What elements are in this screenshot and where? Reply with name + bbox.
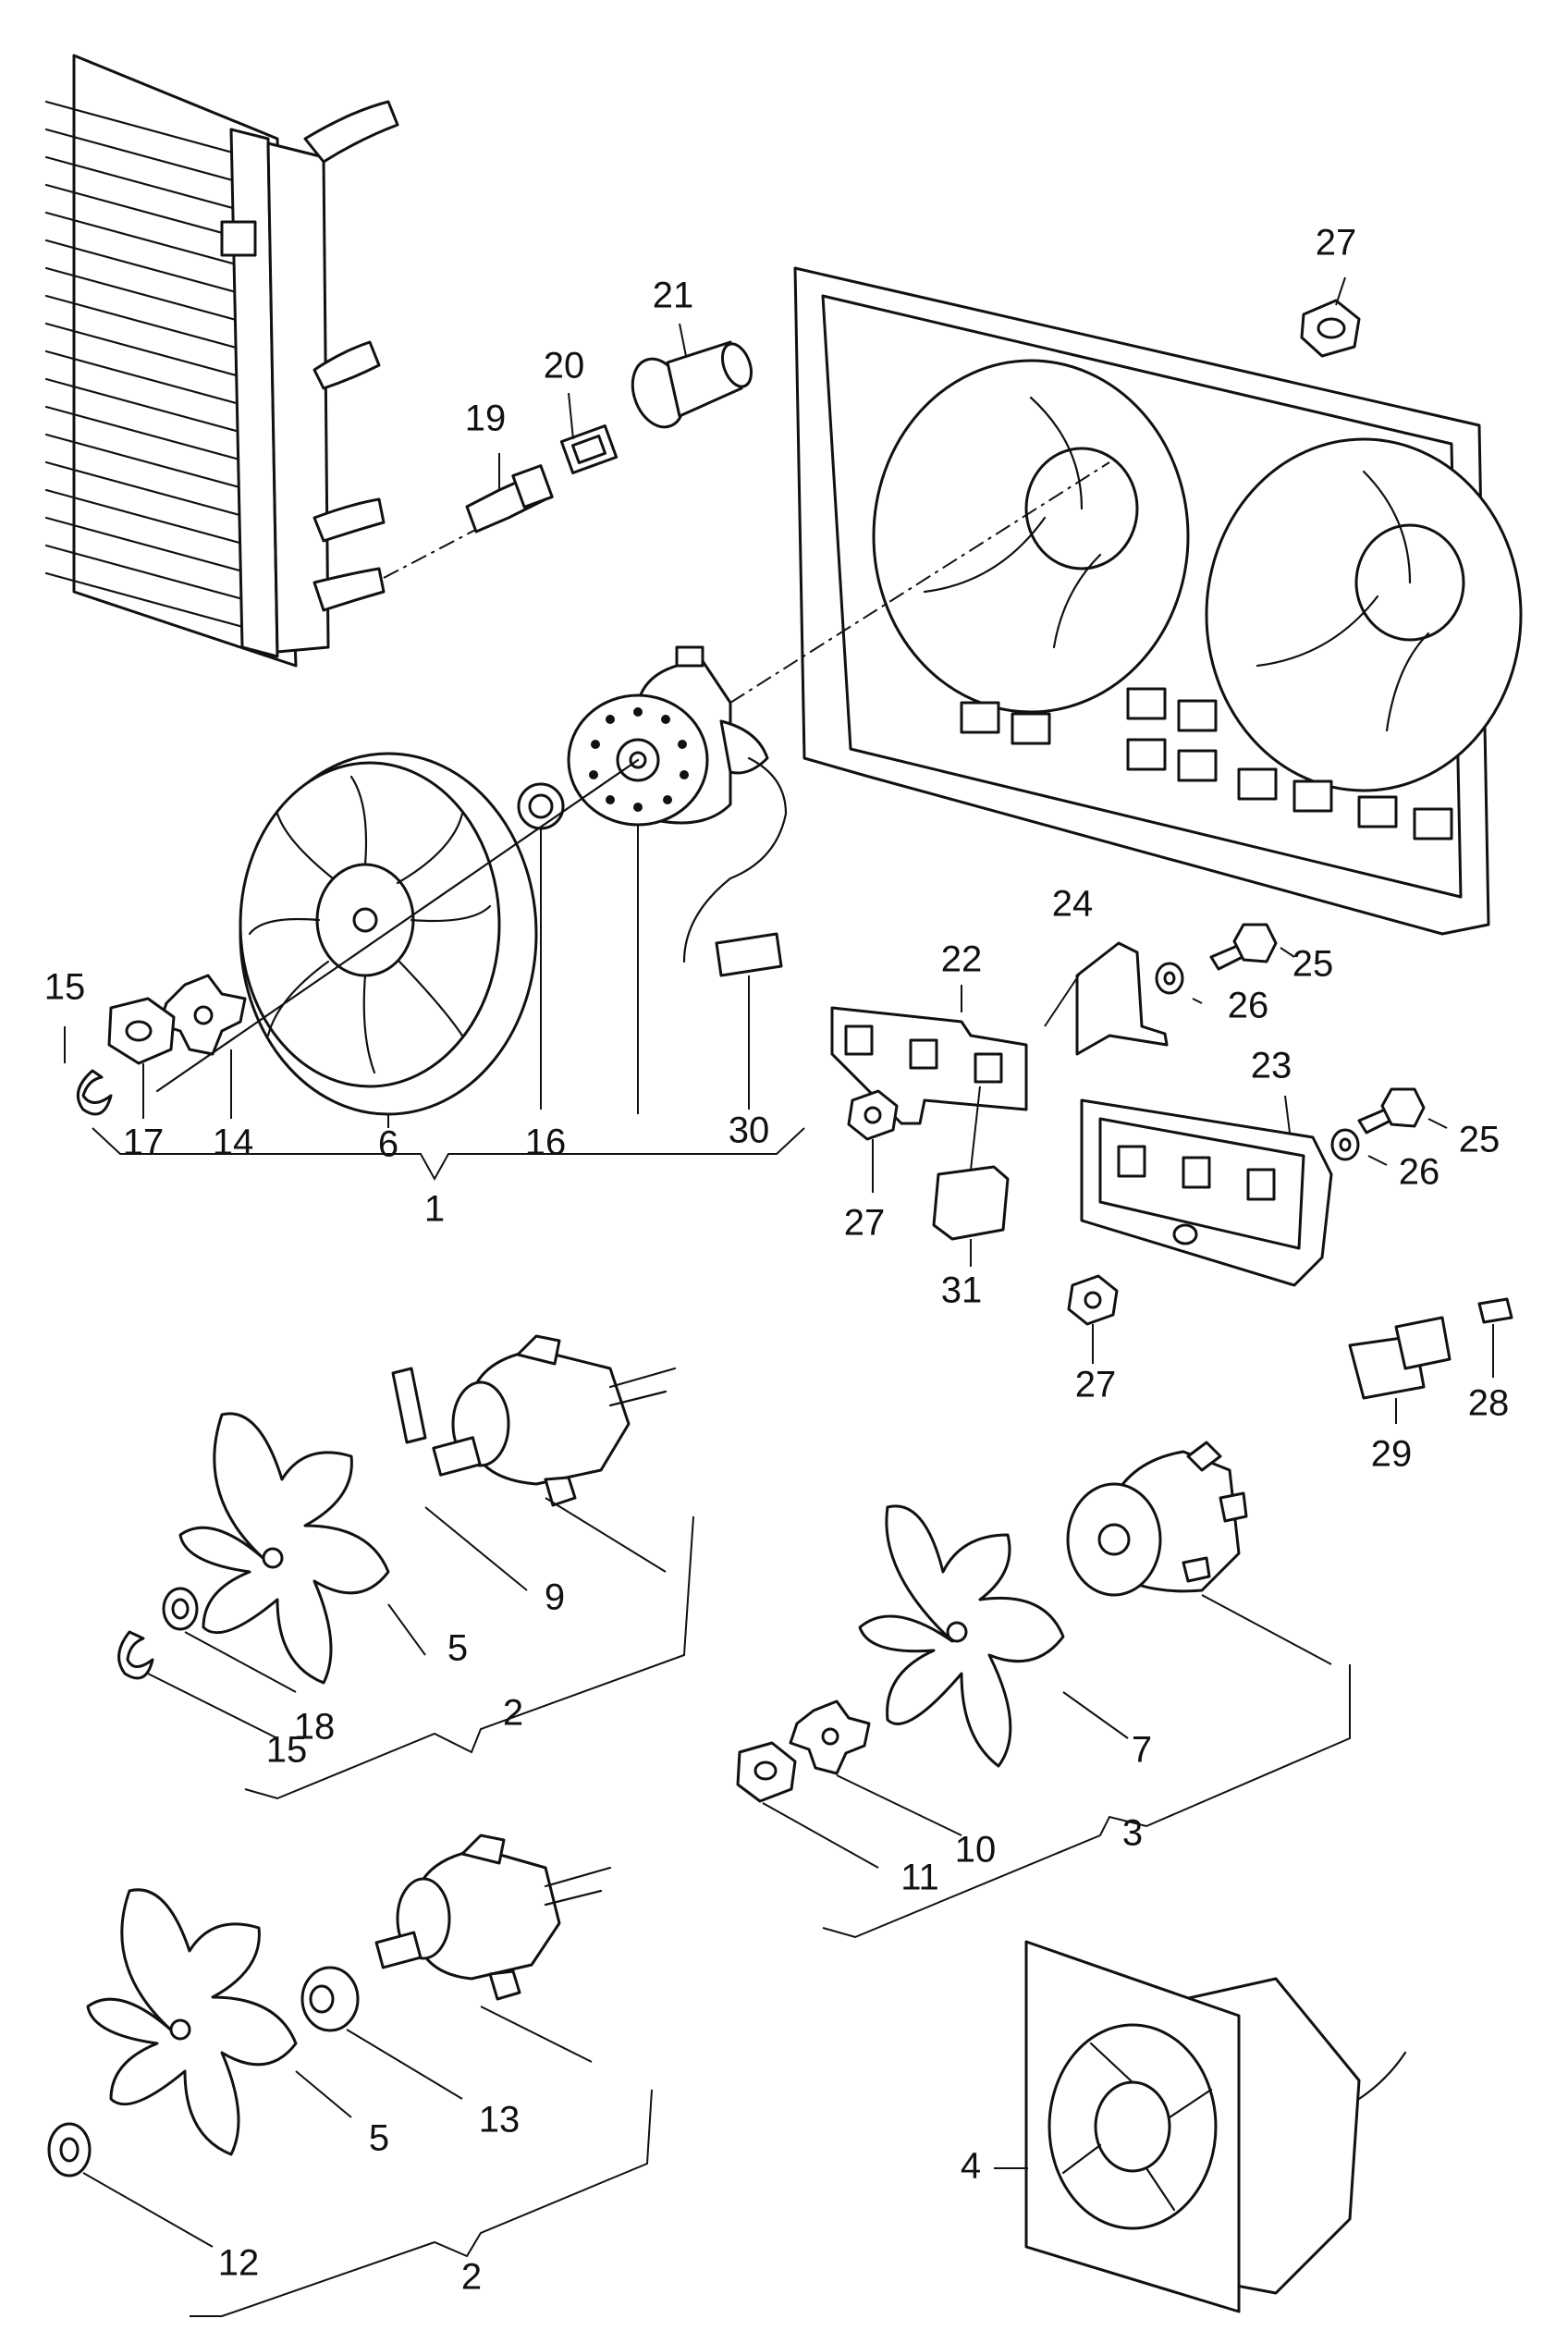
fan-blade-5-upper <box>178 1412 390 1685</box>
callout-19: 19 <box>465 399 507 439</box>
circlip-15-top <box>76 1069 113 1116</box>
callout-12: 12 <box>218 2243 260 2284</box>
nut-27-bottom <box>1067 1274 1119 1326</box>
fan-shroud <box>793 266 1523 936</box>
washer-26-top <box>1155 962 1184 995</box>
bolt-25-top <box>1209 923 1278 971</box>
callout-28: 28 <box>1468 1383 1510 1424</box>
bolt-25-bottom <box>1357 1087 1426 1135</box>
bracket-24 <box>1075 941 1169 1056</box>
fan-blade-5-lower <box>86 1888 298 2156</box>
callout-15-lower: 15 <box>266 1730 308 1771</box>
callout-29: 29 <box>1371 1434 1413 1475</box>
connector-29 <box>1348 1316 1452 1400</box>
callout-16: 16 <box>525 1122 567 1163</box>
resistor-housing-23 <box>1080 1098 1333 1287</box>
callout-26-bottom: 26 <box>1399 1152 1440 1193</box>
callout-4: 4 <box>961 2146 981 2187</box>
callout-5-upper: 5 <box>447 1628 468 1669</box>
callout-7: 7 <box>1132 1730 1152 1771</box>
callout-25-bottom: 25 <box>1459 1120 1501 1160</box>
fan-motor-2-upper <box>432 1334 677 1507</box>
fan-wheel-6 <box>239 752 538 1116</box>
callout-24: 24 <box>1052 884 1094 925</box>
callout-23: 23 <box>1251 1046 1292 1086</box>
callout-6: 6 <box>378 1124 398 1165</box>
circlip-12 <box>47 2122 92 2177</box>
callout-25-top: 25 <box>1292 944 1334 985</box>
seal-ring-20 <box>559 424 619 474</box>
connector-21 <box>631 340 753 429</box>
callout-18: 18 <box>294 1707 336 1748</box>
callout-3: 3 <box>1122 1813 1143 1854</box>
callout-27-top: 27 <box>1316 223 1357 264</box>
temperature-switch <box>465 464 554 534</box>
callout-10: 10 <box>955 1830 997 1871</box>
fan-motor <box>567 645 788 977</box>
nut-27-left <box>847 1089 899 1141</box>
callout-1: 1 <box>424 1189 445 1230</box>
blower-4 <box>1024 1940 1407 2313</box>
nut-17 <box>107 997 176 1065</box>
callout-2-lower: 2 <box>461 2257 482 2298</box>
callout-11: 11 <box>900 1858 939 1898</box>
callout-20: 20 <box>544 346 585 386</box>
leader-lines <box>64 276 1494 1424</box>
callout-31: 31 <box>941 1270 983 1311</box>
callout-17: 17 <box>123 1122 165 1163</box>
pin-9 <box>391 1367 427 1444</box>
washer-10 <box>789 1699 871 1775</box>
fan-blade-7 <box>858 1504 1065 1768</box>
callout-27-bottom: 27 <box>1075 1365 1117 1405</box>
callout-2-upper: 2 <box>503 1693 523 1734</box>
callout-15-top: 15 <box>44 967 86 1008</box>
pins-28 <box>1477 1297 1513 1324</box>
callout-14: 14 <box>213 1122 254 1163</box>
callout-21: 21 <box>653 276 694 316</box>
spacer-16 <box>517 782 565 830</box>
washer-18 <box>162 1587 199 1631</box>
callout-labels: 1 2 2 3 4 5 5 6 7 9 10 11 12 13 14 15 15… <box>44 223 1510 2298</box>
callout-26-top: 26 <box>1228 986 1269 1026</box>
radiator <box>44 54 399 668</box>
callout-27-left: 27 <box>844 1203 886 1244</box>
nut-11 <box>736 1741 797 1803</box>
nut-27-top <box>1300 299 1361 358</box>
fan-motor-2-lower <box>374 1834 612 2001</box>
connector-31 <box>932 1165 1010 1241</box>
callout-5-lower: 5 <box>369 2118 389 2159</box>
circlip-15-lower <box>117 1630 154 1680</box>
washer-26-bottom <box>1330 1128 1360 1161</box>
callout-30: 30 <box>729 1110 770 1151</box>
callout-13: 13 <box>479 2100 521 2141</box>
fan-motor-3 <box>1066 1441 1248 1597</box>
fan-wheel-13 <box>300 1966 360 2032</box>
callout-22: 22 <box>941 939 983 980</box>
callout-9: 9 <box>545 1577 565 1618</box>
